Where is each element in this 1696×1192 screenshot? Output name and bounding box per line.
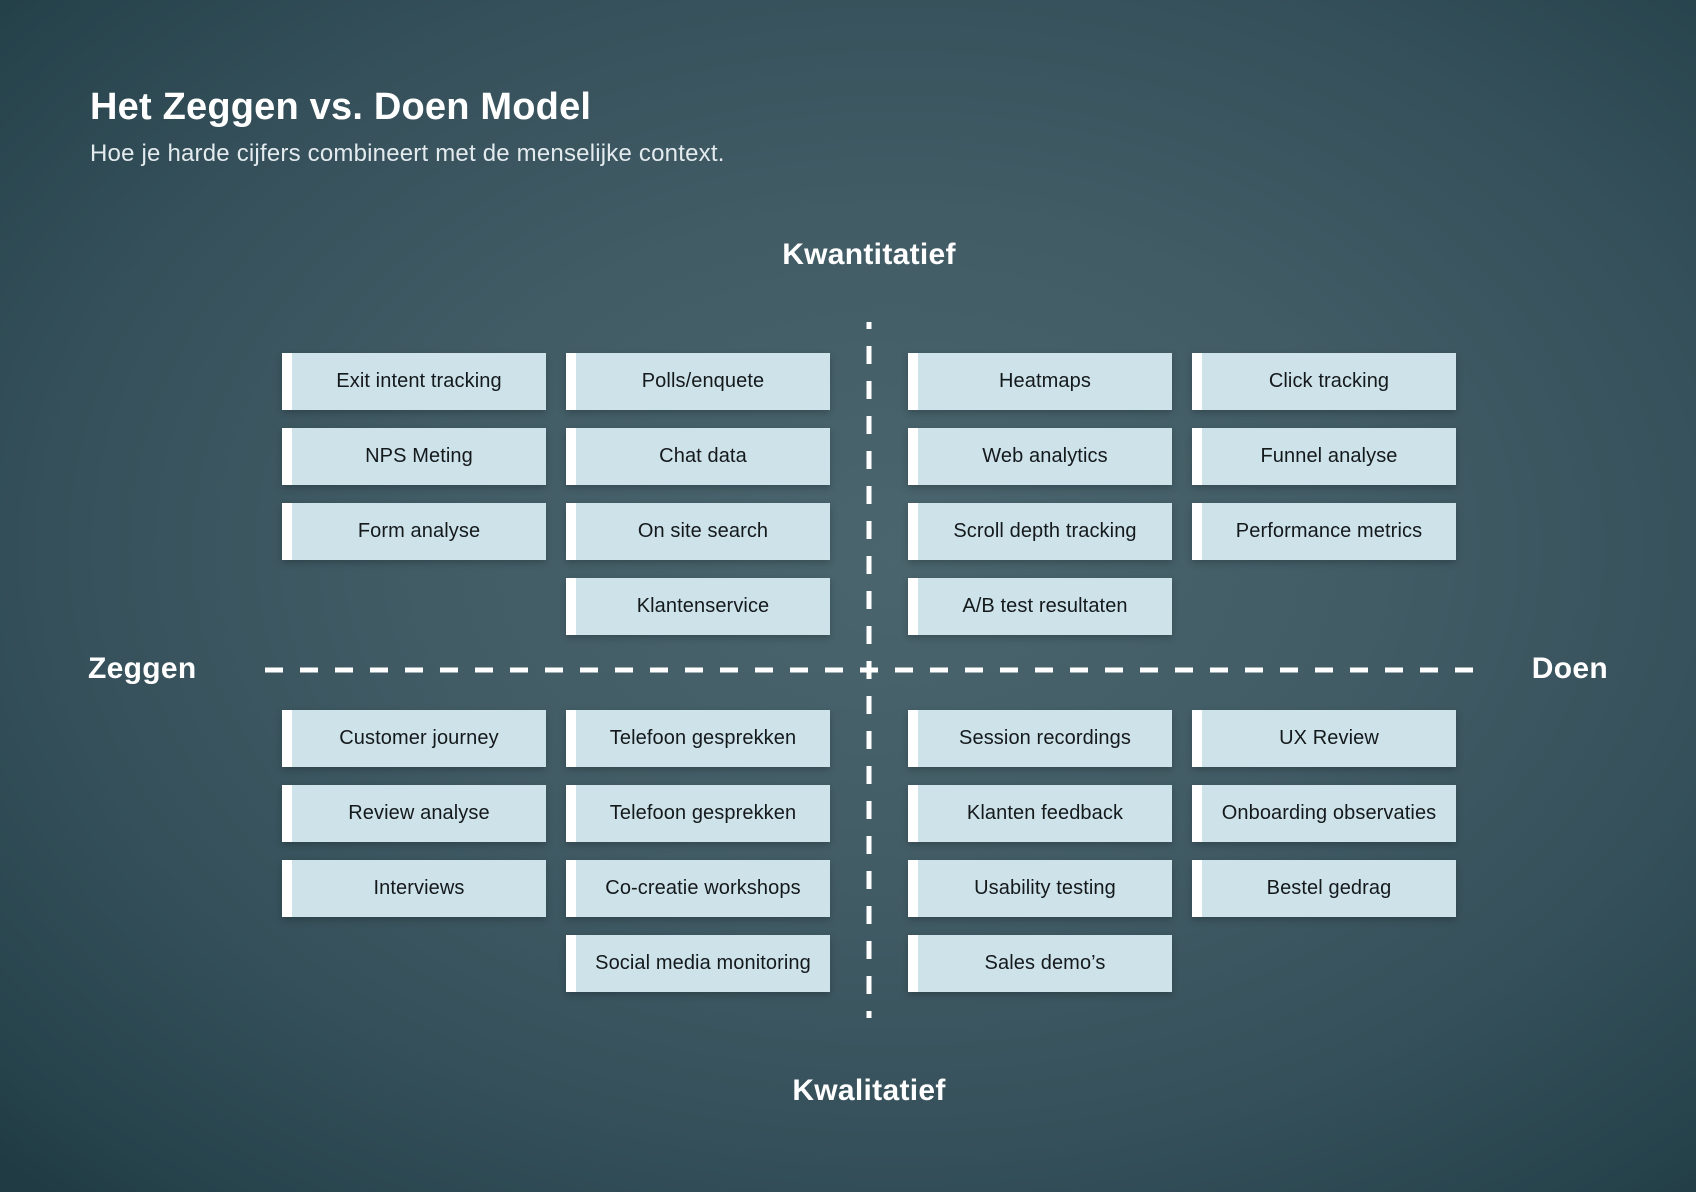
method-box: Telefoon gesprekken <box>566 710 830 767</box>
method-label: Session recordings <box>959 727 1131 749</box>
method-label: Usability testing <box>974 877 1116 899</box>
axis-label-quantitative: Kwantitatief <box>782 238 956 271</box>
method-label: Onboarding observaties <box>1221 802 1437 824</box>
method-box: Sales demo’s <box>908 935 1172 992</box>
method-label: Heatmaps <box>999 370 1091 392</box>
method-box: Funnel analyse <box>1192 428 1456 485</box>
method-box: Interviews <box>282 860 546 917</box>
method-box: Customer journey <box>282 710 546 767</box>
method-label: Polls/enquete <box>641 370 765 392</box>
page-subtitle: Hoe je harde cijfers combineert met de m… <box>90 139 725 167</box>
method-label: Click tracking <box>1268 370 1390 392</box>
method-label: Customer journey <box>339 727 499 749</box>
method-box: A/B test resultaten <box>908 578 1172 635</box>
method-label: Klantenservice <box>636 595 770 617</box>
header: Het Zeggen vs. Doen Model Hoe je harde c… <box>90 86 725 168</box>
method-label: NPS Meting <box>365 445 473 467</box>
method-box: Co-creatie workshops <box>566 860 830 917</box>
method-box: Social media monitoring <box>566 935 830 992</box>
method-box: Session recordings <box>908 710 1172 767</box>
method-box: UX Review <box>1192 710 1456 767</box>
method-label: Funnel analyse <box>1260 445 1398 467</box>
method-label: Interviews <box>373 877 465 899</box>
method-box: NPS Meting <box>282 428 546 485</box>
axis-label-do: Doen <box>1531 652 1608 685</box>
method-label: Bestel gedrag <box>1266 877 1392 899</box>
method-box: Exit intent tracking <box>282 353 546 410</box>
method-label: UX Review <box>1279 727 1379 749</box>
method-label: Exit intent tracking <box>336 370 502 392</box>
axis-label-qualitative: Kwalitatief <box>792 1074 946 1107</box>
method-label: Performance metrics <box>1235 520 1423 542</box>
method-box: Review analyse <box>282 785 546 842</box>
method-box: On site search <box>566 503 830 560</box>
method-box: Chat data <box>566 428 830 485</box>
method-label: Scroll depth tracking <box>953 520 1137 542</box>
method-label: Telefoon gesprekken <box>609 727 797 749</box>
method-box: Bestel gedrag <box>1192 860 1456 917</box>
axis-label-say: Zeggen <box>88 652 197 685</box>
method-label: Chat data <box>659 445 747 467</box>
method-box: Click tracking <box>1192 353 1456 410</box>
method-label: Review analyse <box>348 802 490 824</box>
method-label: Klanten feedback <box>966 802 1124 824</box>
method-label: Telefoon gesprekken <box>609 802 797 824</box>
method-label: Social media monitoring <box>595 952 811 974</box>
method-box: Telefoon gesprekken <box>566 785 830 842</box>
method-label: On site search <box>637 520 769 542</box>
method-box: Heatmaps <box>908 353 1172 410</box>
method-label: Form analyse <box>357 520 481 542</box>
page-title: Het Zeggen vs. Doen Model <box>90 86 592 128</box>
method-box: Klantenservice <box>566 578 830 635</box>
method-label: Sales demo’s <box>984 952 1106 974</box>
method-box: Web analytics <box>908 428 1172 485</box>
method-box: Scroll depth tracking <box>908 503 1172 560</box>
method-box: Polls/enquete <box>566 353 830 410</box>
method-box: Onboarding observaties <box>1192 785 1456 842</box>
method-label: Web analytics <box>982 445 1108 467</box>
method-label: Co-creatie workshops <box>605 877 801 899</box>
method-box: Performance metrics <box>1192 503 1456 560</box>
method-label: A/B test resultaten <box>962 595 1128 617</box>
method-box: Usability testing <box>908 860 1172 917</box>
method-box: Klanten feedback <box>908 785 1172 842</box>
method-box: Form analyse <box>282 503 546 560</box>
